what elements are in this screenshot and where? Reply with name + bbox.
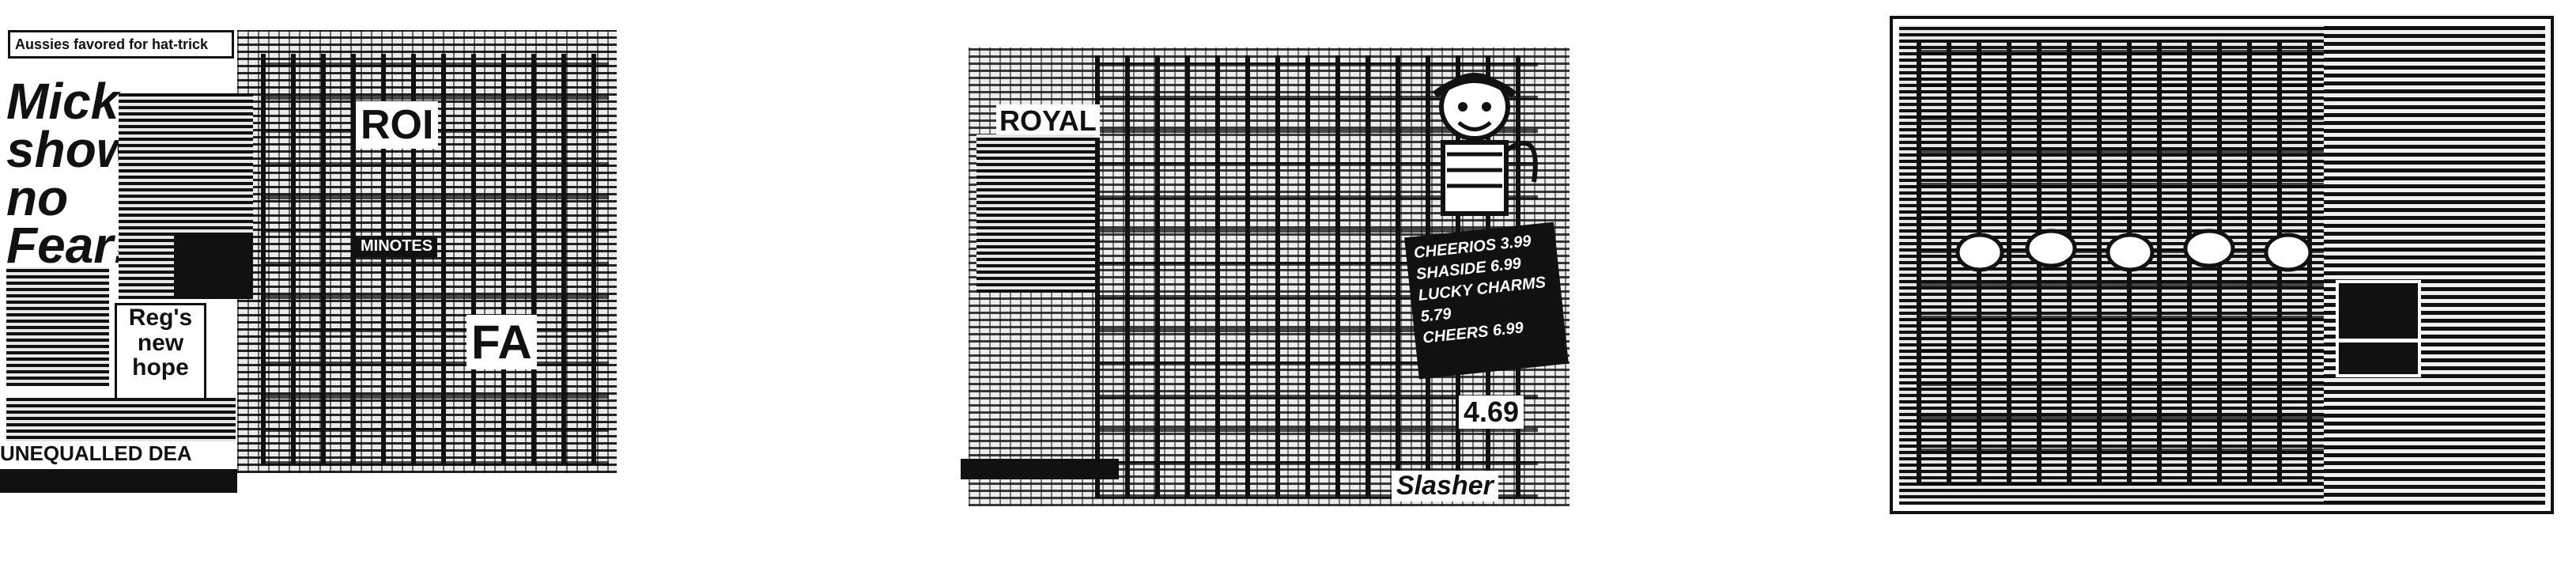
side-label-2: MINOTES bbox=[356, 236, 438, 257]
cartoon-icons bbox=[1955, 229, 2313, 272]
side-label-1: ROI bbox=[356, 101, 439, 149]
top-banner: Aussies favored for hat-trick bbox=[8, 30, 234, 59]
price-list-box: CHEERIOS 3.99 SHASIDE 6.99 LUCKY CHARMS … bbox=[1404, 221, 1569, 380]
headline: Mick shows no Fear! bbox=[6, 73, 164, 274]
sidebar-block-1 bbox=[2336, 280, 2421, 342]
mascot-icon bbox=[1432, 73, 1538, 216]
text-column-left bbox=[6, 267, 109, 386]
text-block-bottom bbox=[6, 398, 236, 445]
sidebar-block-2 bbox=[2336, 339, 2421, 377]
newspaper-page-1: Aussies favored for hat-trick Mick shows… bbox=[0, 22, 648, 497]
advertisement-page-2: ROYAL CHEERIOS 3.99 SHASIDE 6.99 LUCKY C… bbox=[953, 32, 1585, 526]
illustration-strip bbox=[1940, 217, 2336, 280]
side-label-3: FA bbox=[466, 315, 537, 369]
ad-brand: ROYAL bbox=[996, 104, 1100, 138]
mascot-figure bbox=[1403, 63, 1546, 221]
listings-page-3 bbox=[1890, 16, 2554, 514]
listings-sidebar bbox=[2324, 25, 2545, 505]
footer-banner: UNEQUALLED DEA bbox=[0, 441, 237, 467]
photo-shadow bbox=[174, 236, 253, 299]
footer-strip bbox=[0, 469, 237, 493]
subhead-box: Reg's new hope bbox=[115, 303, 206, 403]
ad-footer-brand: Slasher bbox=[1392, 471, 1498, 502]
ad-bottom-bar bbox=[961, 459, 1119, 479]
ad-product-photo bbox=[976, 134, 1095, 293]
price-tag: 4.69 bbox=[1459, 396, 1524, 429]
